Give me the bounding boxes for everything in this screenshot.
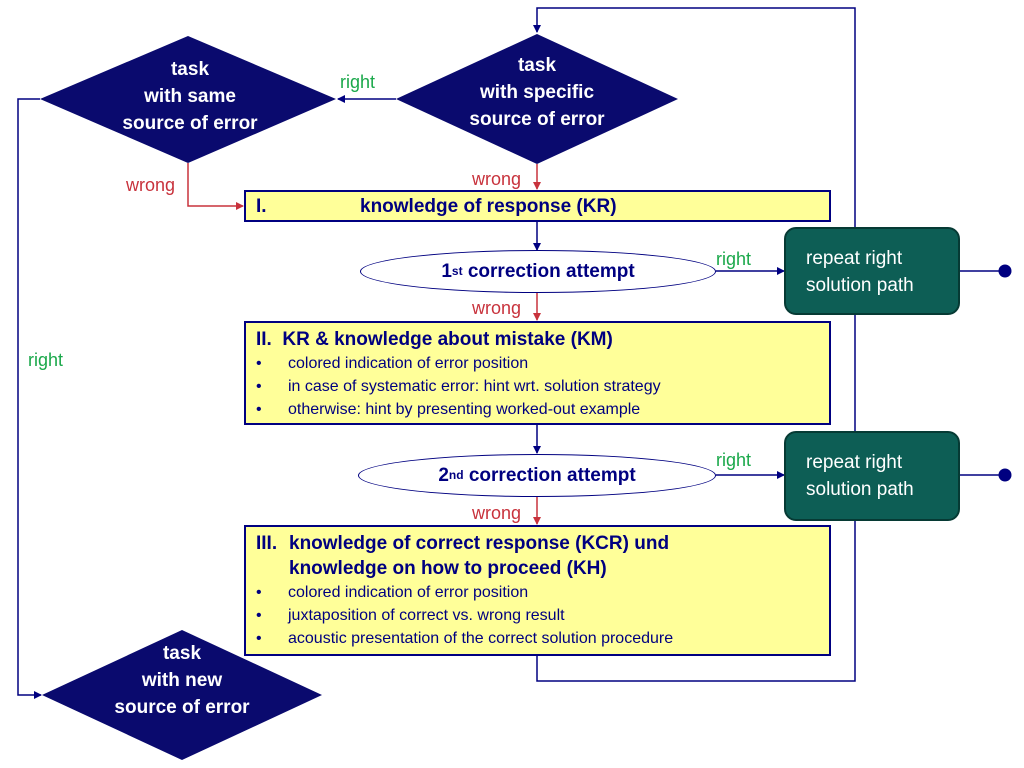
label-wrong-attempt1: wrong xyxy=(472,298,522,318)
diamond-task-specific xyxy=(396,34,678,164)
diamond-task-same xyxy=(40,36,336,163)
label-wrong-specific: wrong xyxy=(472,169,522,189)
label-right-attempt2: right xyxy=(716,450,752,470)
diamond-task-new xyxy=(42,630,322,760)
arrow-same-to-kr xyxy=(187,163,244,210)
box-knowledge-of-correct-response: III. knowledge of correct response (KCR)… xyxy=(244,525,831,656)
box-km-title: II. KR & knowledge about mistake (KM) xyxy=(256,329,613,350)
diamond-new-text: task with new source of error xyxy=(114,643,250,718)
label-wrong-same: wrong xyxy=(126,175,176,195)
label-right-left-loop: right xyxy=(28,350,64,370)
diamond-specific-text: task with specific source of error xyxy=(469,55,605,130)
box-kcr-title-line1: knowledge of correct response (KCR) und xyxy=(289,533,670,554)
label-wrong-attempt2: wrong xyxy=(472,503,522,523)
repeat-right-solution-path-1: repeat right solution path xyxy=(784,227,960,315)
list-item: •juxtaposition of correct vs. wrong resu… xyxy=(256,607,565,624)
end-point-1 xyxy=(998,264,1012,278)
loop-back-to-specific xyxy=(533,7,856,682)
list-item: •colored indication of error position xyxy=(256,584,529,601)
box-knowledge-about-mistake: II. KR & knowledge about mistake (KM) •c… xyxy=(244,321,831,425)
arrow-same-to-new xyxy=(17,98,42,699)
diamond-same-text: task with same source of error xyxy=(122,59,258,134)
box-knowledge-of-response: I. knowledge of response (KR) xyxy=(244,190,831,222)
label-right-specific-same: right xyxy=(340,72,376,92)
list-item: •in case of systematic error: hint wrt. … xyxy=(256,378,661,395)
box-kr-number: I. xyxy=(256,196,267,217)
repeat-right-solution-path-2: repeat right solution path xyxy=(784,431,960,521)
box-kr-title: knowledge of response (KR) xyxy=(360,196,617,217)
box-kcr-title-line2: knowledge on how to proceed (KH) xyxy=(289,558,607,579)
list-item: •acoustic presentation of the correct so… xyxy=(256,630,674,647)
list-item: •colored indication of error position xyxy=(256,355,529,372)
label-right-attempt1: right xyxy=(716,249,752,269)
box-kcr-number: III. xyxy=(256,533,278,554)
list-item: •otherwise: hint by presenting worked-ou… xyxy=(256,401,641,418)
end-point-2 xyxy=(998,468,1012,482)
